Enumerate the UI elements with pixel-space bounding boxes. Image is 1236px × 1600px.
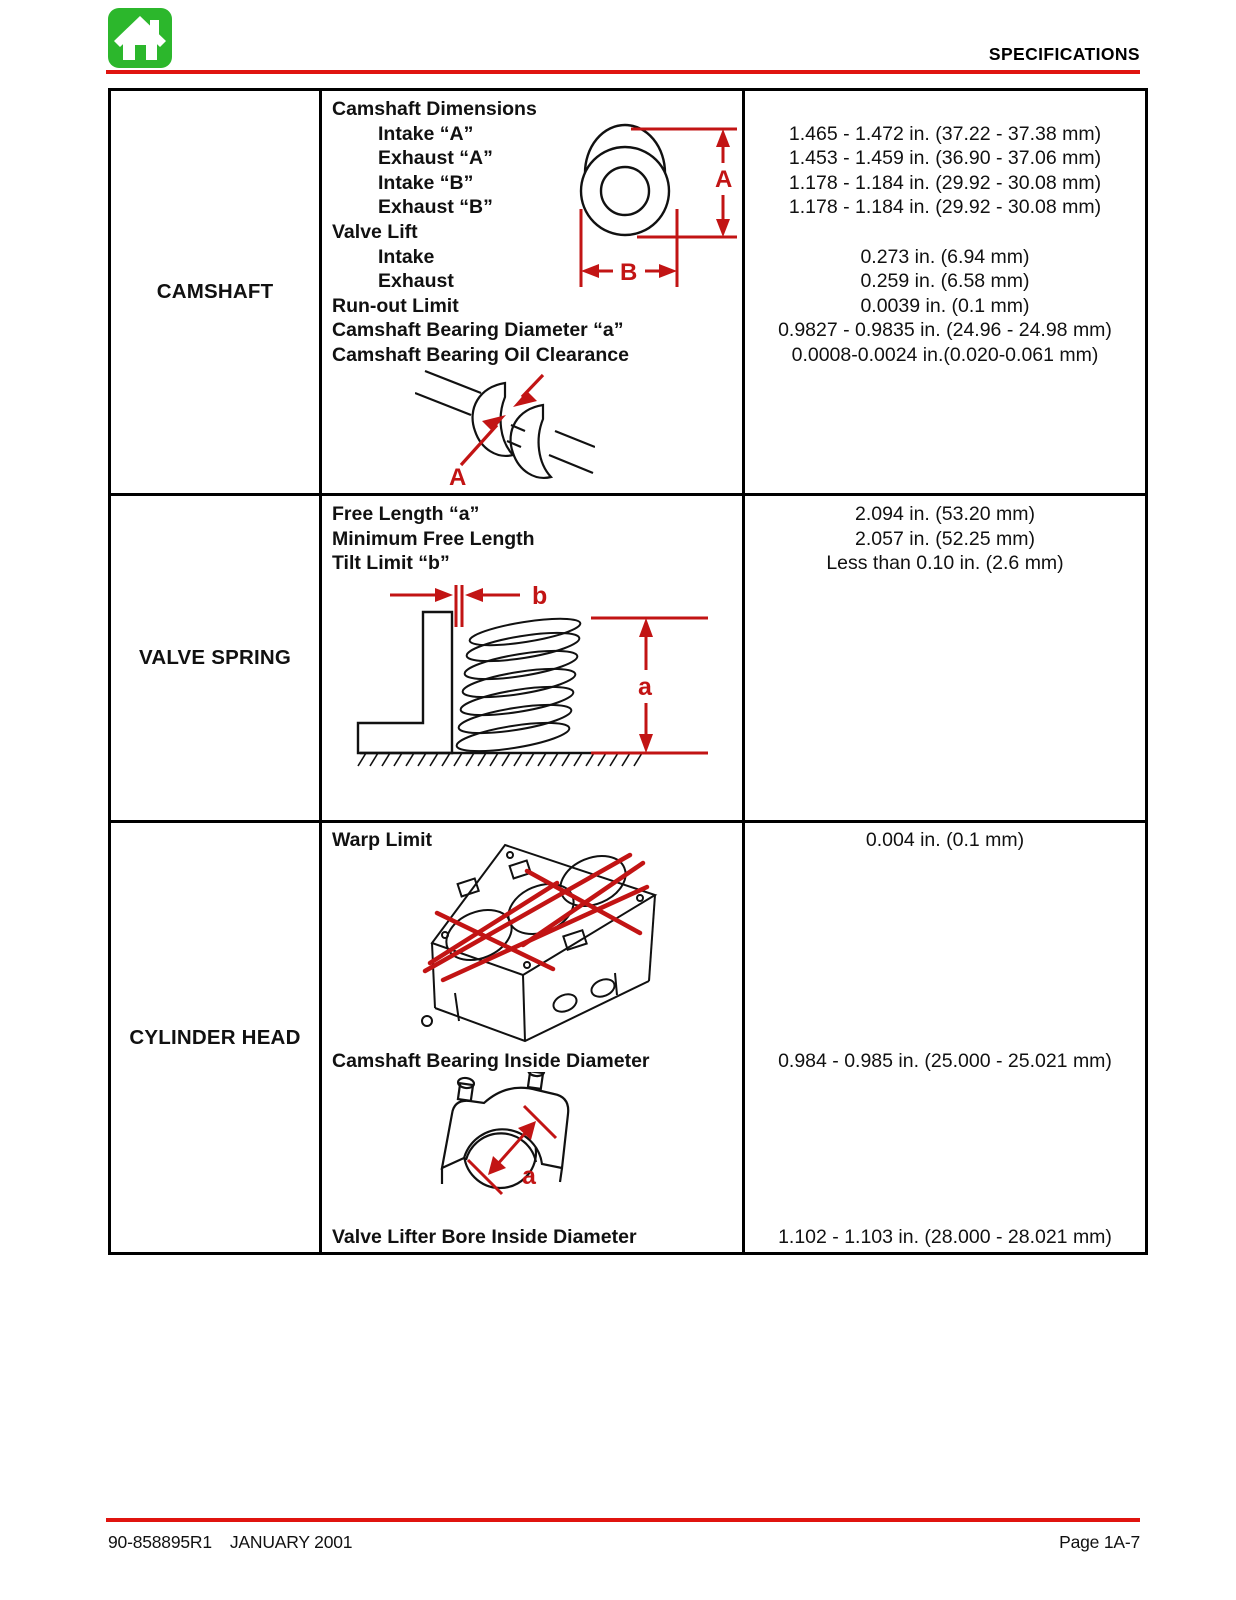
svg-text:A: A (715, 166, 732, 193)
document-date: JANUARY 2001 (229, 1532, 353, 1552)
spec-label: Minimum Free Length (332, 527, 535, 550)
spec-value: 0.9827 - 0.9835 in. (24.96 - 24.98 mm) (778, 319, 1112, 342)
spec-label: Run-out Limit (332, 294, 459, 317)
svg-text:a: a (638, 673, 653, 701)
spec-label: Exhaust “A” (378, 147, 493, 170)
spec-label: Tilt Limit “b” (332, 552, 450, 575)
spec-value: 1.102 - 1.103 in. (28.000 - 28.021 mm) (778, 1226, 1112, 1248)
spec-label: Exhaust (378, 270, 454, 293)
home-icon[interactable] (108, 8, 172, 68)
camshaft-journal-diagram: A (415, 369, 595, 491)
cylinder-head-labels-cell: Warp Limit Camshaft Bearing Inside Diame… (322, 823, 745, 1252)
spec-label: Intake “B” (378, 171, 474, 194)
valve-spring-values-cell: 2.094 in. (53.20 mm) 2.057 in. (52.25 mm… (745, 496, 1145, 820)
document-number: 90-858895R1 (108, 1532, 212, 1552)
camshaft-bearing-cap-diagram: a (440, 1072, 570, 1196)
spec-label: Intake “A” (378, 122, 474, 145)
svg-text:b: b (532, 585, 547, 610)
spec-label: Camshaft Bearing Inside Diameter (332, 1050, 650, 1072)
section-title: VALVE SPRING (139, 646, 291, 669)
spec-label: Valve Lift (332, 220, 418, 243)
spec-label: Camshaft Bearing Oil Clearance (332, 343, 629, 366)
svg-text:B: B (620, 259, 637, 286)
spec-value: 2.094 in. (53.20 mm) (855, 503, 1035, 525)
page-number: Page 1A-7 (1059, 1532, 1140, 1552)
row-header-cylinder-head: CYLINDER HEAD (111, 823, 322, 1252)
spec-label: Valve Lifter Bore Inside Diameter (332, 1226, 637, 1248)
spec-label: Camshaft Bearing Diameter “a” (332, 319, 624, 342)
table-row-valve-spring: VALVE SPRING Free Length “a” Minimum Fre… (111, 496, 1145, 823)
spec-label: Warp Limit (332, 829, 433, 851)
spec-value (745, 220, 1145, 245)
table-row-cylinder-head: CYLINDER HEAD Warp Limit Camshaft Bearin… (111, 823, 1145, 1252)
spec-value: 1.465 - 1.472 in. (37.22 - 37.38 mm) (788, 122, 1102, 145)
camshaft-labels-cell: Camshaft Dimensions Intake “A” Exhaust “… (322, 91, 745, 493)
spec-value: 0.0008-0.0024 in.(0.020-0.061 mm) (791, 343, 1099, 366)
specifications-table: CAMSHAFT Camshaft Dimensions Intake “A” … (108, 88, 1148, 1255)
cylinder-head-warp-diagram (421, 843, 658, 1043)
row-header-valve-spring: VALVE SPRING (111, 496, 322, 820)
spec-value: Less than 0.10 in. (2.6 mm) (826, 552, 1064, 575)
camshaft-values-cell: 1.465 - 1.472 in. (37.22 - 37.38 mm) 1.4… (745, 91, 1145, 493)
header-rule (106, 70, 1140, 74)
spec-value: 1.453 - 1.459 in. (36.90 - 37.06 mm) (788, 147, 1102, 170)
footer-doc-info: 90-858895R1 JANUARY 2001 (108, 1532, 370, 1553)
section-title: CAMSHAFT (156, 280, 274, 303)
spec-value: 1.178 - 1.184 in. (29.92 - 30.08 mm) (788, 171, 1102, 194)
cam-lobe-dimensions-diagram: A B (579, 123, 737, 287)
cylinder-head-values-cell: 0.004 in. (0.1 mm) 0.984 - 0.985 in. (25… (745, 823, 1145, 1252)
spec-value: 0.259 in. (6.58 mm) (860, 270, 1030, 293)
page-title: SPECIFICATIONS (988, 44, 1140, 64)
spec-label: Intake (378, 245, 435, 268)
spec-value: 0.273 in. (6.94 mm) (860, 245, 1030, 268)
spec-value (745, 97, 1145, 122)
row-header-camshaft: CAMSHAFT (111, 91, 322, 493)
footer-rule (106, 1518, 1140, 1522)
spec-value: 2.057 in. (52.25 mm) (855, 527, 1035, 550)
spec-label: Camshaft Dimensions (332, 98, 537, 120)
spec-label: Free Length “a” (332, 503, 480, 525)
table-row-camshaft: CAMSHAFT Camshaft Dimensions Intake “A” … (111, 91, 1145, 496)
valve-spring-labels-cell: Free Length “a” Minimum Free Length Tilt… (322, 496, 745, 820)
valve-spring-diagram: b a (356, 585, 708, 767)
svg-text:a: a (522, 1162, 537, 1190)
spec-value: 0.004 in. (0.1 mm) (865, 829, 1025, 851)
section-title: CYLINDER HEAD (129, 1025, 301, 1049)
svg-text:A: A (449, 464, 466, 491)
spec-value: 1.178 - 1.184 in. (29.92 - 30.08 mm) (788, 196, 1102, 219)
spec-value: 0.984 - 0.985 in. (25.000 - 25.021 mm) (778, 1050, 1112, 1072)
spec-value: 0.0039 in. (0.1 mm) (860, 294, 1030, 317)
spec-label: Exhaust “B” (378, 196, 493, 219)
